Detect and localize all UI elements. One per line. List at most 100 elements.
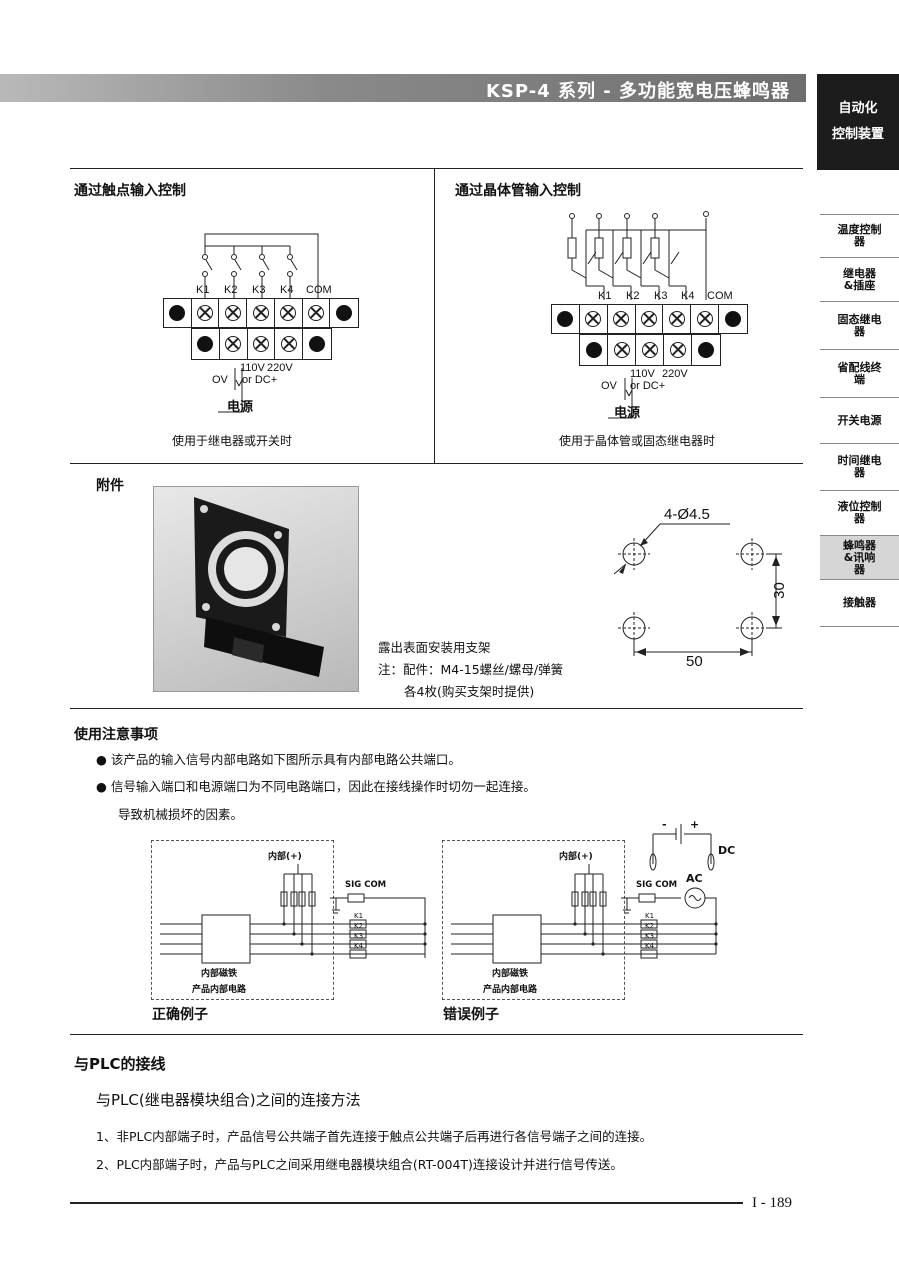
terminal-unused: [580, 335, 608, 365]
wrong-magnet: 内部磁铁: [492, 969, 529, 979]
category-tab[interactable]: 自动化 控制装置: [817, 74, 899, 170]
correct-k2: K2: [354, 922, 364, 930]
category-tab-line1: 自动化: [838, 101, 878, 116]
category-tab-line2: 控制装置: [831, 127, 884, 142]
notice-bullet-2-text: 信号输入端口和电源端口为不同电路端口，因此在接线操作时切勿一起连接。: [110, 779, 536, 794]
side-nav-temperature[interactable]: 温度控制器: [820, 215, 899, 258]
section-rule-notice: [70, 708, 803, 709]
terminal-k2: [219, 299, 248, 327]
wrong-plus: +: [690, 818, 700, 831]
wrong-minus: -: [662, 818, 667, 831]
notice-bullet-2: ● 信号输入端口和电源端口为不同电路端口，因此在接线操作时切勿一起连接。: [96, 779, 536, 794]
contact-220v: 220V: [267, 362, 293, 374]
contact-power-label: 电源: [227, 400, 254, 415]
transistor-220v: 220V: [662, 368, 688, 380]
wrong-example-box: [442, 840, 625, 1000]
side-nav-power-supply[interactable]: 开关电源: [820, 398, 899, 444]
hole-dimension-label: 4-Ø4.5: [664, 506, 710, 523]
transistor-com-label: COM: [707, 290, 733, 302]
terminal-k3: [247, 299, 275, 327]
horizontal-dimension-label: 50: [686, 653, 703, 670]
contact-k2-label: K2: [224, 284, 238, 296]
plc-item-1: 1、非PLC内部端子时，产品信号公共端子首先连接于触点公共端子后再进行各信号端子…: [96, 1129, 653, 1144]
wrong-sig-com: SIG COM: [636, 880, 678, 890]
transistor-wiring-diagram: [567, 211, 709, 419]
transistor-k2-label: K2: [626, 290, 640, 302]
correct-sig-com: SIG COM: [345, 880, 387, 890]
plc-title: 与PLC的接线: [74, 1055, 166, 1073]
side-nav-ssr[interactable]: 固态继电器: [820, 302, 899, 350]
contact-terminal-block-top: [163, 298, 359, 328]
correct-example-label: 正确例子: [152, 1007, 208, 1023]
contact-k1-label: K1: [196, 284, 210, 296]
transistor-terminal-block-top: [551, 304, 748, 334]
side-nav-buzzer[interactable]: 蜂鸣器&讯响器: [820, 536, 899, 580]
terminal-unused: [164, 299, 192, 327]
terminal-power-ov: [220, 329, 248, 359]
side-nav-label: 时间继电器: [837, 454, 882, 479]
terminal-k3: [636, 305, 664, 333]
transistor-title: 通过晶体管输入控制: [455, 183, 581, 199]
contact-com-label: COM: [306, 284, 332, 296]
side-nav-terminal[interactable]: 省配线终端: [820, 350, 899, 398]
notice-bullet-2-cont: 导致机械损坏的因素。: [118, 807, 244, 822]
wrong-dc: DC: [718, 844, 736, 857]
contact-title: 通过触点输入控制: [74, 183, 186, 199]
bracket-illustration: [194, 497, 324, 677]
wrong-example-circuit: [451, 824, 718, 964]
page-title: KSP-4 系列 - 多功能宽电压蜂鸣器: [485, 81, 790, 102]
side-nav-label: 接触器: [843, 596, 876, 609]
correct-internal-plus: 内部(+): [268, 852, 302, 862]
transistor-or-dc: or DC+: [630, 380, 666, 392]
terminal-unused: [303, 329, 331, 359]
terminal-unused: [719, 305, 747, 333]
correct-k1: K1: [354, 912, 364, 920]
transistor-k4-label: K4: [681, 290, 695, 302]
wrong-k2: K2: [645, 922, 655, 930]
correct-product-circuit: 产品内部电路: [192, 985, 247, 995]
contact-k3-label: K3: [252, 284, 266, 296]
correct-example-circuit: [160, 864, 427, 964]
page-number: I - 189: [752, 1195, 792, 1211]
side-nav-label: 固态继电器: [837, 312, 882, 338]
wrong-k3: K3: [645, 932, 655, 940]
terminal-unused: [330, 299, 358, 327]
terminal-com: [303, 299, 331, 327]
title-bar: KSP-4 系列 - 多功能宽电压蜂鸣器: [0, 74, 806, 102]
correct-k4: K4: [354, 942, 364, 950]
side-nav-label: 省配线终端: [837, 360, 882, 386]
terminal-power-110: [248, 329, 276, 359]
side-nav-contactor[interactable]: 接触器: [820, 580, 899, 627]
contact-caption: 使用于继电器或开关时: [172, 434, 293, 448]
side-nav-relay[interactable]: 继电器&插座: [820, 258, 899, 302]
transistor-110v: 110V: [630, 368, 655, 380]
correct-magnet: 内部磁铁: [201, 969, 238, 979]
terminal-unused: [192, 329, 220, 359]
terminal-k1: [580, 305, 608, 333]
side-nav-level[interactable]: 液位控制器: [820, 491, 899, 536]
accessory-desc: 露出表面安装用支架: [378, 640, 491, 655]
contact-ov: OV: [212, 374, 228, 386]
transistor-ov: OV: [601, 380, 617, 392]
footer-rule: [70, 1202, 743, 1204]
terminal-k1: [192, 299, 220, 327]
mounting-dimension-drawing: [613, 523, 782, 656]
accessory-note2: 各4枚(购买支架时提供): [404, 684, 535, 699]
transistor-power-label: 电源: [614, 406, 641, 421]
accessory-title: 附件: [96, 478, 124, 494]
side-nav-timer[interactable]: 时间继电器: [820, 444, 899, 491]
section-rule-plc: [70, 1034, 803, 1035]
terminal-k4: [275, 299, 303, 327]
section-divider: [434, 168, 435, 463]
transistor-caption: 使用于晶体管或固态继电器时: [559, 434, 716, 448]
side-nav-label: 蜂鸣器&讯响器: [843, 538, 876, 576]
contact-k4-label: K4: [280, 284, 294, 296]
notice-title: 使用注意事项: [74, 727, 158, 743]
contact-wiring-diagram: [202, 233, 319, 413]
plc-subtitle: 与PLC(继电器模块组合)之间的连接方法: [96, 1091, 361, 1109]
side-nav-label: 继电器&插座: [843, 266, 876, 292]
wrong-product-circuit: 产品内部电路: [483, 985, 538, 995]
contact-110v: 110V: [240, 362, 265, 374]
transistor-k1-label: K1: [598, 290, 612, 302]
terminal-power-ov: [608, 335, 636, 365]
